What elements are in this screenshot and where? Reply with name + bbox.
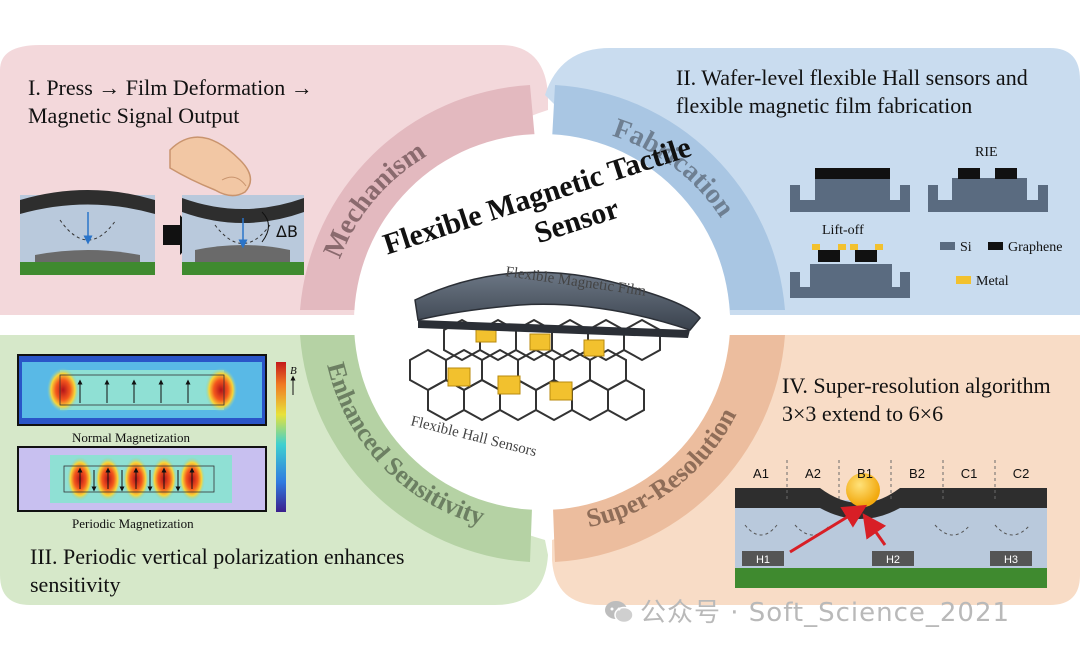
legend-si-swatch: [940, 242, 955, 250]
fabrication-step-liftoff: [790, 244, 910, 298]
column-label-b1: B1: [857, 466, 873, 481]
center-device: [409, 271, 701, 422]
sensor-label-h1: H1: [756, 554, 770, 566]
sensor-label-h3: H3: [1004, 554, 1018, 566]
watermark-text: 公众号 · Soft_Science_2021: [640, 598, 1011, 628]
sensor-h2: [872, 551, 914, 566]
ring-segment-sensitivity: [300, 335, 532, 562]
legend-metal-swatch: [956, 276, 971, 284]
superres-heading-line1: IV. Super-resolution algorithm: [782, 373, 1051, 398]
fabrication-heading-line1: II. Wafer-level flexible Hall sensors an…: [676, 65, 1028, 90]
column-label-c2: C2: [1013, 466, 1030, 481]
legend-graphene-label: Graphene: [1008, 240, 1062, 255]
colorbar-label: B: [290, 365, 297, 377]
column-label-b2: B2: [909, 466, 925, 481]
wechat-icon: [604, 600, 634, 624]
delta-b-label: ΔB: [276, 222, 298, 241]
mechanism-heading-line1: I. Press → Film Deformation →: [28, 75, 313, 100]
ring-segment-superres: [553, 335, 785, 562]
liftoff-label: Lift-off: [822, 223, 864, 238]
normal-magnetization-caption: Normal Magnetization: [72, 430, 191, 445]
sensitivity-heading-line1: III. Periodic vertical polarization enha…: [30, 544, 405, 569]
finger-icon: [169, 136, 252, 197]
column-label-a2: A2: [805, 466, 821, 481]
ring-segment-mechanism: [300, 85, 535, 310]
center-disk: [354, 134, 730, 510]
sensitivity-heading-line2: sensitivity: [30, 572, 121, 597]
sensor-label-h2: H2: [886, 554, 900, 566]
fabrication-step-rie: [928, 168, 1048, 212]
rie-label: RIE: [975, 145, 998, 160]
mechanism-before: [20, 190, 155, 275]
watermark: 公众号 · Soft_Science_2021: [604, 592, 1010, 629]
sensor-h3: [990, 551, 1032, 566]
periodic-magnetization-map: [17, 446, 267, 512]
fabrication-heading-line2: flexible magnetic film fabrication: [676, 93, 973, 118]
superres-scene: [735, 460, 1047, 588]
legend-graphene-swatch: [988, 242, 1003, 250]
legend-metal-label: Metal: [976, 274, 1009, 289]
mechanism-arrow-icon: [163, 215, 198, 255]
sensor-h1: [742, 551, 784, 566]
fabrication-step1: [790, 168, 910, 212]
legend-si-label: Si: [960, 240, 972, 255]
column-label-c1: C1: [961, 466, 978, 481]
superres-heading-line2: 3×3 extend to 6×6: [782, 401, 944, 426]
mechanism-after: [182, 195, 304, 275]
normal-magnetization-map: [17, 354, 267, 426]
colorbar: [276, 362, 286, 512]
periodic-magnetization-caption: Periodic Magnetization: [72, 516, 194, 531]
ring-segment-fabrication: [552, 85, 785, 310]
column-label-a1: A1: [753, 466, 769, 481]
mechanism-heading-line2: Magnetic Signal Output: [28, 103, 240, 128]
